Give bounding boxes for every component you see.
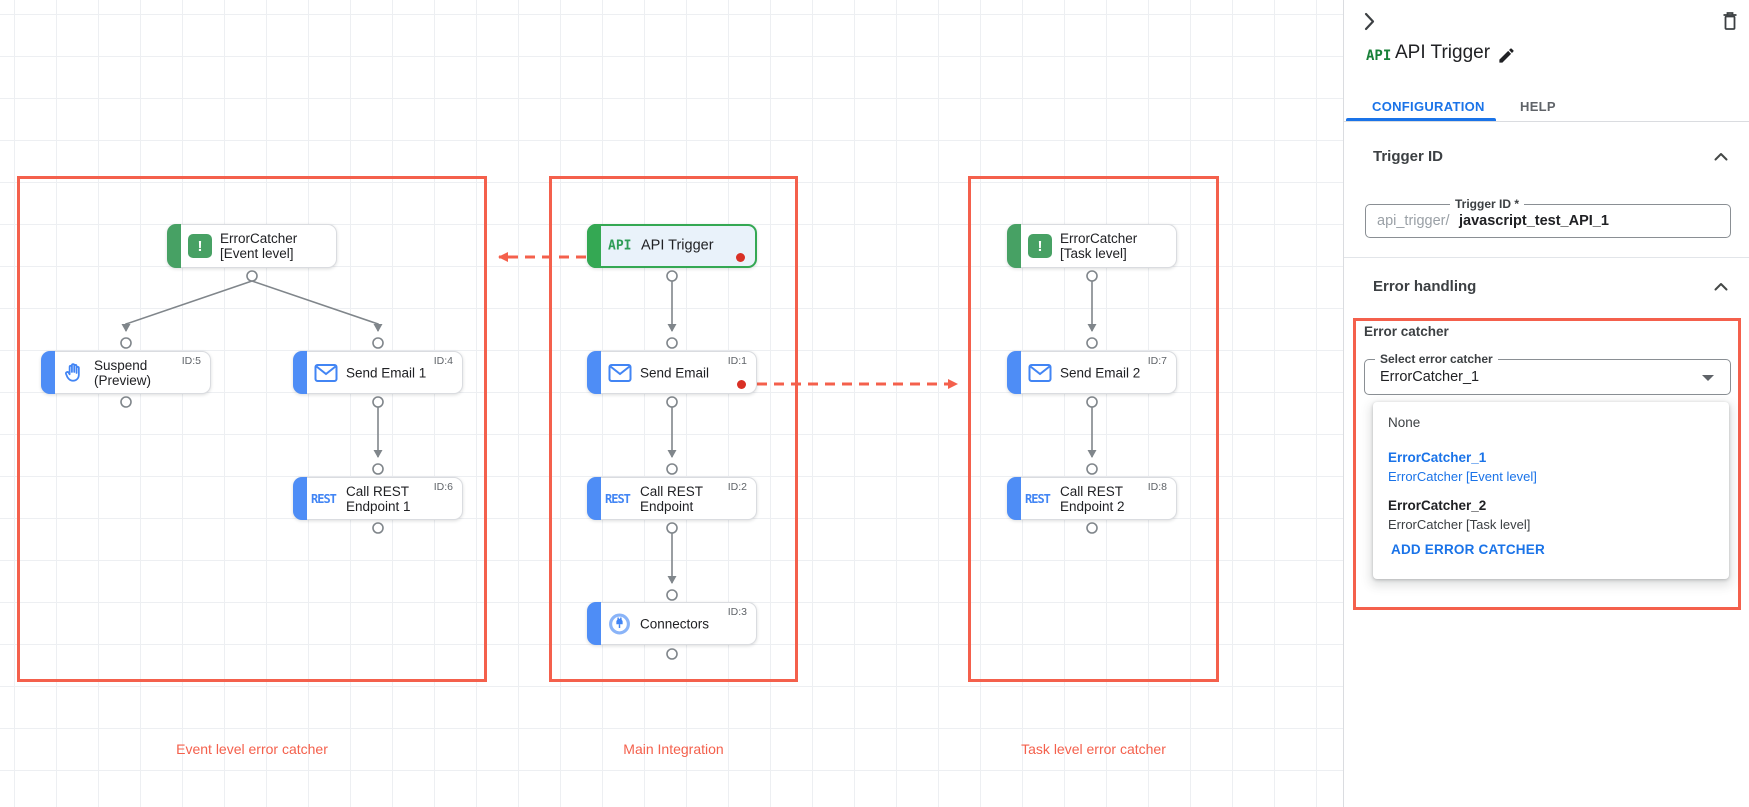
node-accent-bar [1007,477,1021,520]
node-connectors[interactable]: Connectors ID:3 [587,602,757,645]
node-send-email[interactable]: Send Email ID:1 [587,351,757,394]
node-error-catcher-event[interactable]: ! ErrorCatcher [Event level] [167,224,337,268]
mail-icon [608,363,632,382]
error-catcher-icon: ! [1028,234,1052,258]
error-catcher-label: Error catcher [1364,324,1449,339]
rest-icon: REST [1025,491,1051,506]
error-catcher-links [498,252,958,389]
menu-option-none[interactable]: None [1388,415,1421,430]
menu-option-errorcatcher-2[interactable]: ErrorCatcher_2 [1388,498,1487,513]
node-suspend[interactable]: Suspend (Preview) ID:5 [41,351,211,394]
tab-help[interactable]: HELP [1520,99,1556,114]
trigger-id-field[interactable]: Trigger ID * api_trigger/ javascript_tes… [1365,197,1731,238]
connections-layer [120,252,1098,660]
connector-icon [608,612,631,635]
node-api-trigger[interactable]: API API Trigger [587,224,757,268]
dropdown-arrow-icon [1702,375,1714,381]
error-catcher-dropdown-menu: None ErrorCatcher_1 ErrorCatcher [Event … [1373,402,1729,579]
hand-icon [62,361,85,384]
node-call-rest-endpoint[interactable]: REST Call REST Endpoint ID:2 [587,477,757,520]
group-box-task-level [968,176,1219,682]
node-accent-bar [587,477,601,520]
group-caption-main-integration: Main Integration [623,741,724,757]
collapse-panel-icon[interactable] [1364,12,1376,31]
error-link-dot [737,380,746,389]
add-error-catcher-button[interactable]: ADD ERROR CATCHER [1391,542,1545,557]
config-panel: API API Trigger CONFIGURATION HELP Trigg… [1343,0,1749,807]
select-error-catcher-value: ErrorCatcher_1 [1380,369,1480,385]
menu-option-errorcatcher-1[interactable]: ErrorCatcher_1 [1388,450,1487,465]
select-error-catcher-label: Select error catcher [1375,352,1498,366]
rest-icon: REST [605,491,631,506]
node-call-rest-endpoint-1[interactable]: REST Call REST Endpoint 1 ID:6 [293,477,463,520]
node-accent-bar [1007,351,1021,394]
collapse-error-handling-icon[interactable] [1714,282,1728,291]
mail-icon [314,363,338,382]
error-catcher-highlight-box [1353,318,1741,610]
edit-title-icon[interactable] [1497,46,1516,65]
workflow-canvas[interactable]: Event level error catcher Main Integrati… [0,0,1343,807]
tab-configuration[interactable]: CONFIGURATION [1372,99,1485,114]
group-box-event-level [17,176,487,682]
menu-option-errorcatcher-2-detail[interactable]: ErrorCatcher [Task level] [1388,517,1531,532]
node-accent-bar [293,351,307,394]
mail-icon [1028,363,1052,382]
group-box-main-integration [549,176,798,682]
section-trigger-id: Trigger ID [1373,148,1444,165]
trigger-id-prefix: api_trigger/ [1377,213,1450,229]
menu-option-errorcatcher-1-detail[interactable]: ErrorCatcher [Event level] [1388,469,1537,484]
group-caption-event-level: Event level error catcher [176,741,328,757]
tab-bar-divider [1344,121,1749,122]
rest-icon: REST [311,491,337,506]
node-error-catcher-task[interactable]: ! ErrorCatcher [Task level] [1007,224,1177,268]
delete-icon[interactable] [1720,10,1740,32]
active-tab-indicator [1346,118,1496,121]
task-ports[interactable] [120,270,1098,660]
task-connectors [121,280,1097,584]
select-error-catcher[interactable]: Select error catcher ErrorCatcher_1 [1364,352,1731,395]
error-link-dot [736,253,745,262]
node-accent-bar [167,224,181,268]
section-error-handling: Error handling [1373,278,1477,295]
node-accent-bar [1007,224,1021,268]
node-send-email-1[interactable]: Send Email 1 ID:4 [293,351,463,394]
trigger-id-field-label: Trigger ID * [1450,197,1525,211]
collapse-trigger-id-icon[interactable] [1714,152,1728,161]
error-catcher-icon: ! [188,234,212,258]
panel-title: API Trigger [1395,42,1491,63]
node-accent-bar [587,224,601,268]
node-accent-bar [293,477,307,520]
node-accent-bar [587,602,601,645]
trigger-id-value: javascript_test_API_1 [1459,213,1609,229]
section-divider [1344,257,1749,258]
api-trigger-icon: API [1366,48,1392,64]
node-call-rest-endpoint-2[interactable]: REST Call REST Endpoint 2 ID:8 [1007,477,1177,520]
group-caption-task-level: Task level error catcher [1021,741,1166,757]
node-send-email-2[interactable]: Send Email 2 ID:7 [1007,351,1177,394]
api-icon: API [608,238,632,254]
node-accent-bar [587,351,601,394]
node-accent-bar [41,351,55,394]
